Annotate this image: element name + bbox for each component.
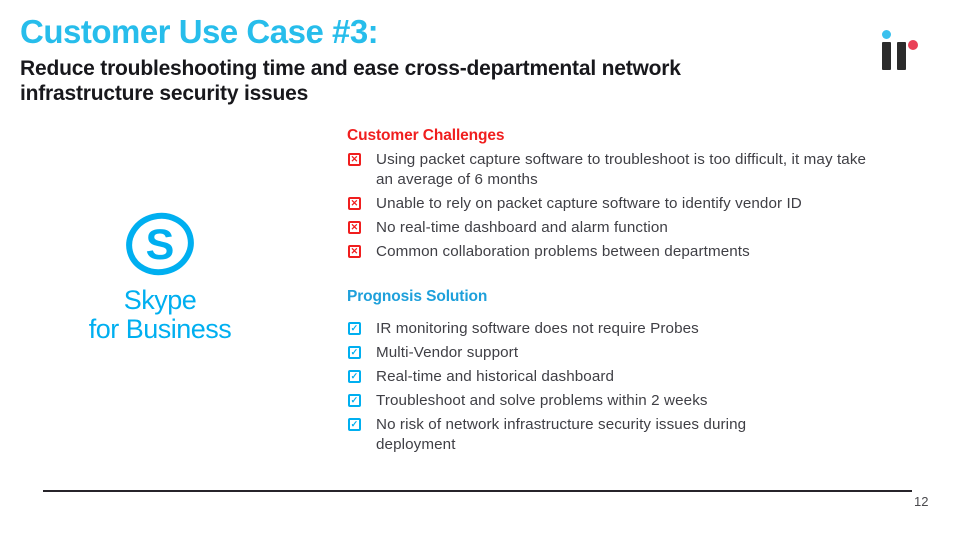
solution-heading: Prognosis Solution [347,288,488,305]
challenge-text: Common collaboration problems between de… [376,243,750,260]
list-item: ✓ Real-time and historical dashboard [347,367,947,387]
x-box-icon: ✕ [348,153,361,166]
prognosis-solution-section: Prognosis Solution ✓ IR monitoring softw… [347,288,947,459]
x-box-icon: ✕ [348,197,361,210]
skype-ring-icon: S [60,206,260,286]
x-box-icon: ✕ [348,245,361,258]
ir-logo-bar-r [897,42,906,70]
challenge-text: No real-time dashboard and alarm functio… [376,219,668,236]
challenge-text: Unable to rely on packet capture softwar… [376,195,802,212]
solution-list: ✓ IR monitoring software does not requir… [347,319,947,455]
list-item: ✕ Unable to rely on packet capture softw… [347,194,947,214]
check-box-icon: ✓ [348,346,361,359]
page-number: 12 [914,494,929,509]
challenge-text: Using packet capture software to trouble… [376,151,867,188]
solution-text: Multi-Vendor support [376,344,519,361]
check-box-icon: ✓ [348,370,361,383]
page-title: Customer Use Case #3: [20,13,379,50]
skype-logo-name: Skype [123,285,197,315]
ir-logo-bar-i [882,42,891,70]
page-subtitle: Reduce troubleshooting time and ease cro… [20,57,681,105]
list-item: ✓ No risk of network infrastructure secu… [347,415,947,455]
footer-divider [43,490,912,492]
challenges-heading: Customer Challenges [347,127,505,144]
list-item: ✓ IR monitoring software does not requir… [347,319,947,339]
list-item: ✕ Common collaboration problems between … [347,242,947,262]
solution-text: No risk of network infrastructure securi… [376,416,747,453]
check-box-icon: ✓ [348,394,361,407]
ir-logo-cyan-dot-icon [882,30,891,39]
solution-text: Troubleshoot and solve problems within 2… [376,392,708,409]
check-box-icon: ✓ [348,322,361,335]
x-box-icon: ✕ [348,221,361,234]
list-item: ✕ No real-time dashboard and alarm funct… [347,218,947,238]
challenges-list: ✕ Using packet capture software to troub… [347,150,947,262]
svg-text:S: S [146,221,175,269]
solution-text: Real-time and historical dashboard [376,368,615,385]
customer-challenges-section: Customer Challenges ✕ Using packet captu… [347,127,947,266]
solution-text: IR monitoring software does not require … [376,320,699,337]
list-item: ✓ Troubleshoot and solve problems within… [347,391,947,411]
ir-logo-red-dot-icon [908,40,918,50]
list-item: ✕ Using packet capture software to troub… [347,150,947,190]
list-item: ✓ Multi-Vendor support [347,343,947,363]
skype-for-business-logo: S Skype for Business [60,206,260,344]
skype-logo-subname: for Business [88,314,232,344]
check-box-icon: ✓ [348,418,361,431]
ir-company-logo [881,28,921,74]
